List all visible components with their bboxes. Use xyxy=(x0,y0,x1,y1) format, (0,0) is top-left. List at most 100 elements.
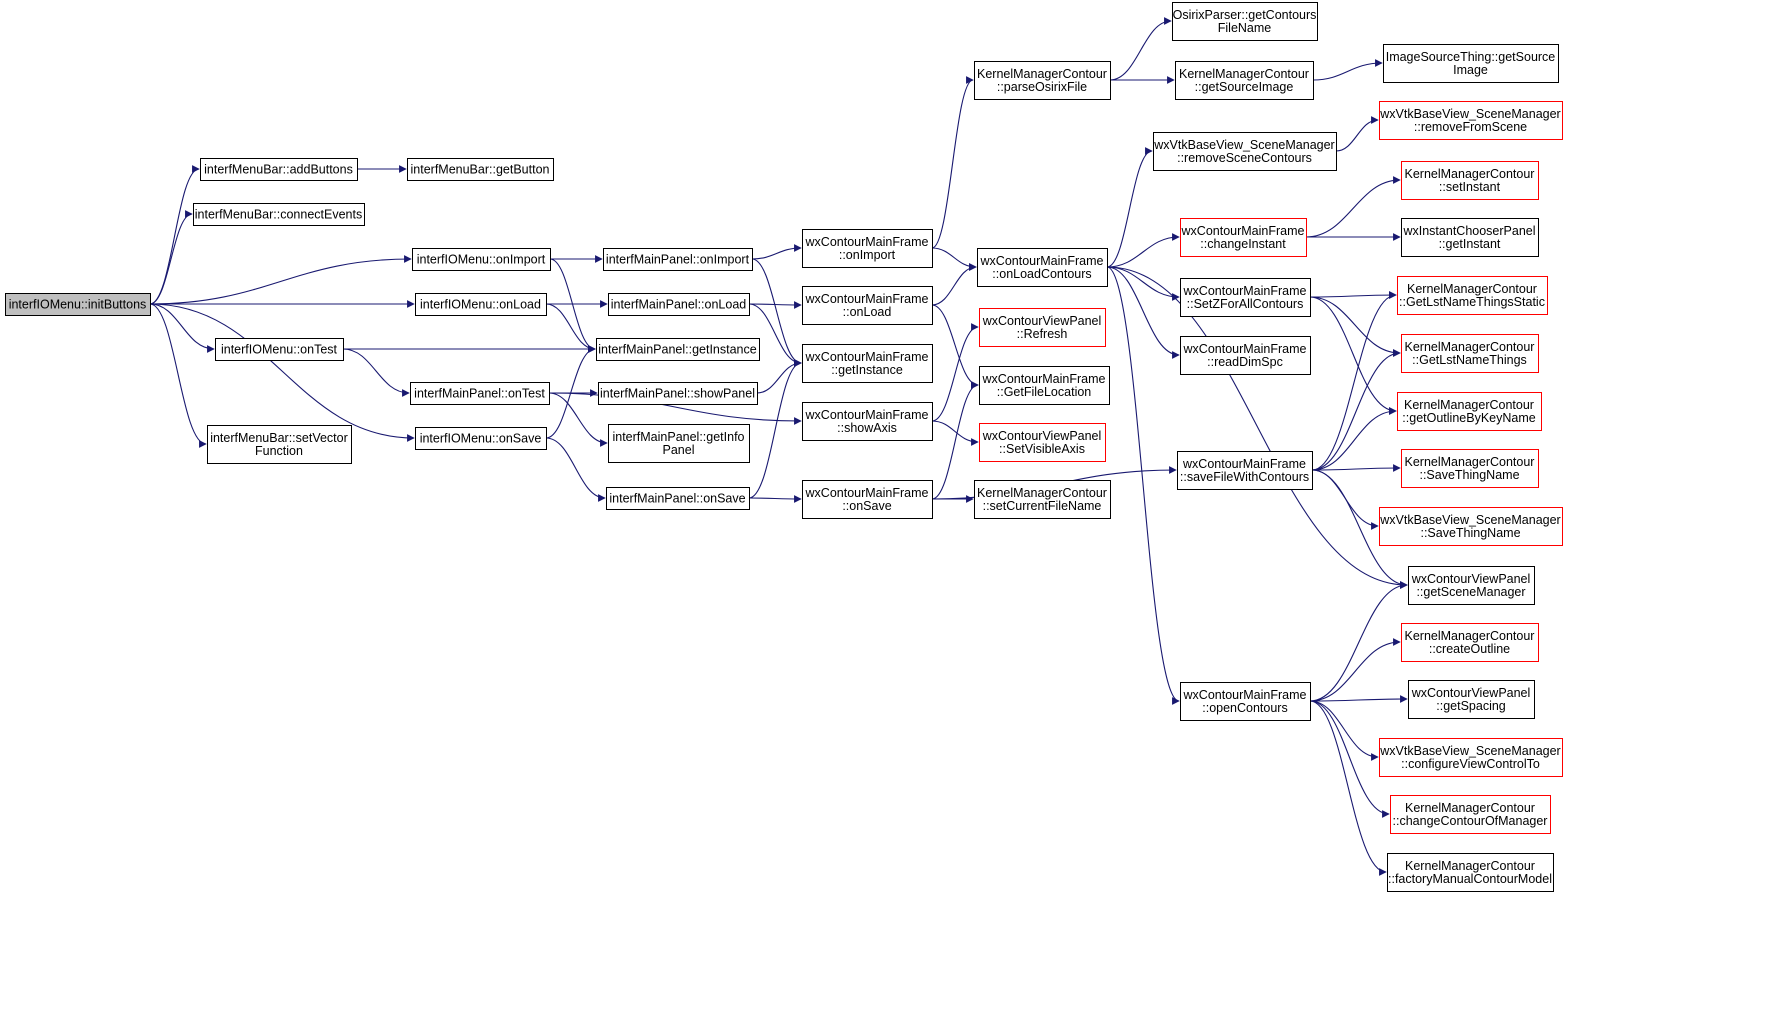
node-label-line: wxContourMainFrame xyxy=(805,350,929,364)
node-label-line: ImageSourceThing::getSource xyxy=(1386,50,1556,64)
node-box xyxy=(1180,218,1307,257)
node-wxcontourmainframe-onimport[interactable]: wxContourMainFrame::onImport xyxy=(802,229,933,268)
node-label-line: interfMenuBar::addButtons xyxy=(204,163,353,177)
edge-n31-to-n41 xyxy=(1309,296,1397,415)
node-wxcontourmainframe-onsave[interactable]: wxContourMainFrame::onSave xyxy=(802,480,933,519)
node-label-line: ::GetLstNameThingsStatic xyxy=(1399,295,1545,309)
edge-n28-to-n35 xyxy=(1312,59,1383,81)
node-kernelmanagercontour-getoutlinebykeyname[interactable]: KernelManagerContour::getOutlineByKeyNam… xyxy=(1397,392,1542,431)
node-wxcontourmainframe-savefilewithcontours[interactable]: wxContourMainFrame::saveFileWithContours xyxy=(1177,451,1313,490)
node-box xyxy=(1180,278,1311,317)
node-kernelmanagercontour-factorymanualcontourmodel[interactable]: KernelManagerContour::factoryManualConto… xyxy=(1387,853,1554,892)
node-label-line: wxContourMainFrame xyxy=(980,254,1104,268)
node-interfiomenu-onload[interactable]: interfIOMenu::onLoad xyxy=(415,293,547,316)
node-label-line: KernelManagerContour xyxy=(1405,167,1535,181)
node-label-line: ::changeInstant xyxy=(1200,237,1286,251)
edge-n15-to-n18 xyxy=(748,359,802,499)
node-label-line: ::onImport xyxy=(839,248,896,262)
edge-n9-to-n18 xyxy=(751,258,802,367)
node-interfiomenu-ontest[interactable]: interfIOMenu::onTest xyxy=(215,338,344,361)
node-label-line: ::GetLstNameThings xyxy=(1412,353,1527,367)
node-interfmainpanel-getinstance[interactable]: interfMainPanel::getInstance xyxy=(596,338,760,361)
node-interfmainpanel-onload[interactable]: interfMainPanel::onLoad xyxy=(608,293,750,316)
node-interfiomenu-onsave[interactable]: interfIOMenu::onSave xyxy=(415,427,547,450)
node-kernelmanagercontour-getlstnamethings[interactable]: KernelManagerContour::GetLstNameThings xyxy=(1401,334,1539,373)
node-wxvtkbaseview-scenemanager-removescenecontours[interactable]: wxVtkBaseView_SceneManager::removeSceneC… xyxy=(1153,132,1337,171)
edge-n17-to-n22 xyxy=(931,263,977,306)
node-box xyxy=(1401,623,1539,662)
node-wxvtkbaseview-scenemanager-removefromscene[interactable]: wxVtkBaseView_SceneManager::removeFromSc… xyxy=(1379,101,1563,140)
node-box xyxy=(979,308,1106,347)
node-wxcontourmainframe-setzforallcontours[interactable]: wxContourMainFrame::SetZForAllContours xyxy=(1180,278,1311,317)
node-wxcontourmainframe-getinstance[interactable]: wxContourMainFrame::getInstance xyxy=(802,344,933,383)
node-interfiomenu-initbuttons[interactable]: interfIOMenu::initButtons xyxy=(5,293,151,316)
node-label-line: wxContourViewPanel xyxy=(982,429,1102,443)
node-wxinstantchooserpanel-getinstant[interactable]: wxInstantChooserPanel::getInstant xyxy=(1401,218,1539,257)
node-box xyxy=(979,366,1110,405)
node-box xyxy=(1397,276,1548,315)
node-wxcontourmainframe-onloadcontours[interactable]: wxContourMainFrame::onLoadContours xyxy=(977,248,1108,287)
node-box xyxy=(1401,449,1539,488)
node-wxcontourviewpanel-getspacing[interactable]: wxContourViewPanel::getSpacing xyxy=(1408,680,1535,719)
node-box xyxy=(415,427,547,450)
node-kernelmanagercontour-setinstant[interactable]: KernelManagerContour::setInstant xyxy=(1401,161,1539,200)
node-kernelmanagercontour-changecontourofmanager[interactable]: KernelManagerContour::changeContourOfMan… xyxy=(1390,795,1551,834)
node-label-line: wxVtkBaseView_SceneManager xyxy=(1379,107,1560,121)
node-wxvtkbaseview-scenemanager-savethingname[interactable]: wxVtkBaseView_SceneManager::SaveThingNam… xyxy=(1379,507,1563,546)
node-wxcontourmainframe-readdimspc[interactable]: wxContourMainFrame::readDimSpc xyxy=(1180,336,1311,375)
node-label-line: interfMenuBar::getButton xyxy=(411,163,550,177)
node-wxcontourmainframe-onload[interactable]: wxContourMainFrame::onLoad xyxy=(802,286,933,325)
node-label-line: OsirixParser::getContours xyxy=(1173,8,1317,22)
node-wxcontourmainframe-getfilelocation[interactable]: wxContourMainFrame::GetFileLocation xyxy=(979,366,1110,405)
node-label-line: ::changeContourOfManager xyxy=(1393,814,1548,828)
node-label-line: interfIOMenu::onTest xyxy=(221,343,338,357)
node-interfmainpanel-onsave[interactable]: interfMainPanel::onSave xyxy=(606,487,750,510)
node-wxcontourmainframe-showaxis[interactable]: wxContourMainFrame::showAxis xyxy=(802,402,933,441)
node-kernelmanagercontour-getsourceimage[interactable]: KernelManagerContour::getSourceImage xyxy=(1175,61,1314,100)
node-label-line: wxContourViewPanel xyxy=(1411,686,1531,700)
node-box xyxy=(603,248,753,271)
node-box xyxy=(407,158,554,181)
node-wxcontourmainframe-changeinstant[interactable]: wxContourMainFrame::changeInstant xyxy=(1180,218,1307,257)
edge-n22-to-n30 xyxy=(1106,233,1180,268)
node-kernelmanagercontour-setcurrentfilename[interactable]: KernelManagerContour::setCurrentFileName xyxy=(974,480,1111,519)
node-wxcontourmainframe-opencontours[interactable]: wxContourMainFrame::openContours xyxy=(1180,682,1311,721)
node-label-line: Image xyxy=(1453,63,1488,77)
node-kernelmanagercontour-savethingname[interactable]: KernelManagerContour::SaveThingName xyxy=(1401,449,1539,488)
edge-n9-to-n16 xyxy=(751,244,802,260)
node-box xyxy=(802,344,933,383)
node-box xyxy=(1153,132,1337,171)
node-interfmenubar-getbutton[interactable]: interfMenuBar::getButton xyxy=(407,158,554,181)
node-label-line: wxContourMainFrame xyxy=(982,372,1106,386)
node-label-line: wxContourViewPanel xyxy=(1411,572,1531,586)
node-label-line: interfMainPanel::onTest xyxy=(414,387,545,401)
node-interfmenubar-connectevents[interactable]: interfMenuBar::connectEvents xyxy=(193,203,365,226)
node-label-line: wxVtkBaseView_SceneManager xyxy=(1379,744,1560,758)
node-interfmainpanel-showpanel[interactable]: interfMainPanel::showPanel xyxy=(598,382,758,405)
node-label-line: interfMainPanel::onImport xyxy=(606,253,750,267)
node-kernelmanagercontour-createoutline[interactable]: KernelManagerContour::createOutline xyxy=(1401,623,1539,662)
edge-n12-to-n14 xyxy=(548,392,608,447)
node-imagesourcething-getsource-image[interactable]: ImageSourceThing::getSourceImage xyxy=(1383,44,1559,83)
node-interfiomenu-onimport[interactable]: interfIOMenu::onImport xyxy=(412,248,551,271)
node-wxcontourviewpanel-getscenemanager[interactable]: wxContourViewPanel::getSceneManager xyxy=(1408,566,1535,605)
node-kernelmanagercontour-getlstnamethingsstatic[interactable]: KernelManagerContour::GetLstNameThingsSt… xyxy=(1397,276,1548,315)
node-kernelmanagercontour-parseosirixfile[interactable]: KernelManagerContour::parseOsirixFile xyxy=(974,61,1111,100)
node-wxcontourviewpanel-setvisibleaxis[interactable]: wxContourViewPanel::SetVisibleAxis xyxy=(979,423,1106,462)
node-box xyxy=(802,480,933,519)
edge-n33-to-n42 xyxy=(1311,464,1401,472)
node-label-line: wxContourMainFrame xyxy=(1183,284,1307,298)
node-box xyxy=(1175,61,1314,100)
node-interfmainpanel-onimport[interactable]: interfMainPanel::onImport xyxy=(603,248,753,271)
edge-n4-to-n11 xyxy=(545,303,596,353)
edge-n0-to-n1 xyxy=(149,165,200,305)
node-wxvtkbaseview-scenemanager-configureviewcontrolto[interactable]: wxVtkBaseView_SceneManager::configureVie… xyxy=(1379,738,1563,777)
node-label-line: wxInstantChooserPanel xyxy=(1402,224,1535,238)
node-wxcontourviewpanel-refresh[interactable]: wxContourViewPanel::Refresh xyxy=(979,308,1106,347)
node-interfmenubar-addbuttons[interactable]: interfMenuBar::addButtons xyxy=(200,158,358,181)
node-interfmainpanel-ontest[interactable]: interfMainPanel::onTest xyxy=(410,382,550,405)
